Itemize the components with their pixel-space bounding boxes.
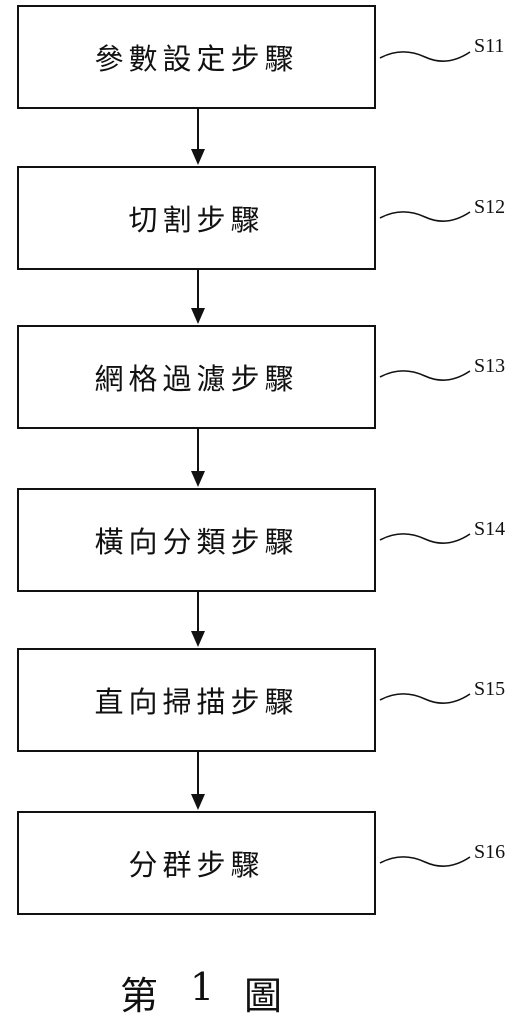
figure-caption: 第 1 圖 xyxy=(0,965,517,1025)
step-label: 切割步驟 xyxy=(128,203,265,237)
step-code-label: S13 xyxy=(474,355,506,377)
step-box-s12: 切割步驟 xyxy=(17,166,376,270)
step-code-label: S16 xyxy=(474,841,506,863)
leader-squiggle xyxy=(379,51,471,62)
leader-squiggle xyxy=(379,693,471,704)
leader-squiggle xyxy=(379,856,471,867)
step-label: 橫向分類步驟 xyxy=(94,525,299,559)
caption-prefix: 第 xyxy=(120,974,159,1018)
arrow-head xyxy=(191,631,205,647)
step-code-label: S15 xyxy=(474,678,506,700)
step-box-s14: 橫向分類步驟 xyxy=(17,488,376,592)
leader-squiggle xyxy=(379,211,471,222)
step-code-label: S12 xyxy=(474,196,506,218)
arrow-head xyxy=(191,308,205,324)
caption-number: 1 xyxy=(190,965,215,1009)
step-box-s16: 分群步驟 xyxy=(17,811,376,915)
step-box-s15: 直向掃描步驟 xyxy=(17,648,376,752)
step-box-s13: 網格過濾步驟 xyxy=(17,325,376,429)
step-code-label: S14 xyxy=(474,518,506,540)
leader-squiggle xyxy=(379,533,471,544)
leader-squiggle xyxy=(379,370,471,381)
arrow-head xyxy=(191,794,205,810)
arrow-head xyxy=(191,471,205,487)
arrow-head xyxy=(191,149,205,165)
step-label: 分群步驟 xyxy=(128,848,265,882)
step-label: 參數設定步驟 xyxy=(94,42,299,76)
step-label: 直向掃描步驟 xyxy=(94,685,299,719)
step-label: 網格過濾步驟 xyxy=(94,362,299,396)
caption-suffix: 圖 xyxy=(244,974,283,1018)
step-box-s11: 參數設定步驟 xyxy=(17,5,376,109)
step-code-label: S11 xyxy=(474,35,505,57)
